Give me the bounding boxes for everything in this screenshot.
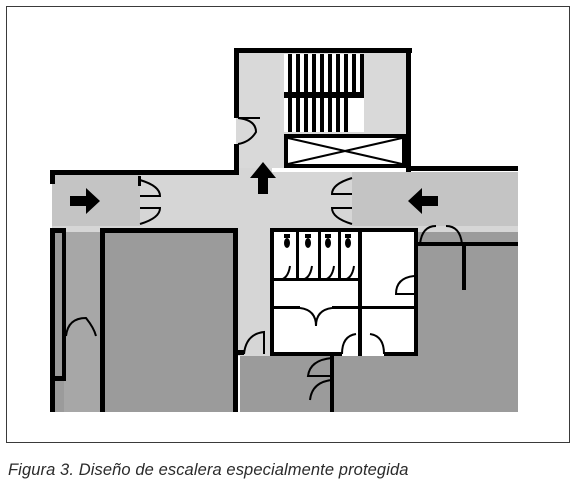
toilet-bottom-wall-right — [384, 352, 418, 356]
left-strip-fill — [64, 232, 100, 412]
door-swing-icon — [330, 177, 353, 195]
lobby-wall-small — [138, 176, 141, 186]
left-room-inner-wall — [62, 228, 66, 378]
stair-left-wall — [234, 48, 239, 118]
door-swing-icon — [243, 330, 265, 355]
door-swing-icon — [306, 357, 333, 377]
toilet-right-wall — [414, 228, 418, 356]
door-swing-icon — [237, 117, 258, 145]
left-room-wall — [50, 228, 55, 412]
toilet-icon — [345, 234, 351, 248]
evacuation-arrows — [70, 162, 438, 214]
stair-landing-x2 — [287, 137, 403, 165]
corridor-top-wall-left — [50, 170, 239, 175]
right-bottom-fill — [332, 356, 422, 412]
door-swing-icon — [299, 265, 313, 281]
corridor-bottom-stub — [236, 350, 244, 355]
toilet-divider-h2 — [332, 306, 418, 309]
stair-left-wall-low — [234, 144, 239, 174]
toilets — [284, 234, 351, 248]
door-swing-icon — [277, 265, 291, 281]
stair-treads — [284, 54, 364, 132]
door-swing-icon — [315, 307, 333, 327]
toilet-block-fill — [272, 232, 416, 356]
door-swing-icon — [139, 207, 162, 225]
door-swing-icon — [65, 316, 97, 337]
door-swing-icon — [341, 333, 357, 355]
left-room-top-wall — [50, 228, 64, 233]
stair-right-wall — [406, 48, 411, 172]
bottom-mid-right-wall — [330, 356, 334, 412]
right-room-top-wall — [416, 242, 518, 246]
door-swing-icon — [341, 265, 355, 281]
toilet-stall-wall-2 — [318, 232, 321, 280]
right-room-wall-low — [414, 232, 418, 240]
left-outer-wall — [50, 170, 55, 184]
door-swing-icon — [445, 225, 463, 245]
toilet-stall-wall-3 — [338, 232, 341, 280]
door-swing-icon — [309, 379, 333, 401]
stair-top-wall — [234, 48, 412, 53]
walls — [50, 48, 518, 412]
toilet-icon — [325, 234, 331, 248]
corridor-top-wall-right — [406, 166, 518, 171]
stair-icon — [284, 54, 406, 168]
stair-landing — [284, 134, 406, 168]
door-swing-icon — [419, 225, 437, 245]
arrow-right-icon — [70, 188, 100, 214]
toilet-divider-h — [270, 306, 300, 309]
door-swing-icon — [321, 265, 335, 281]
large-room-right-wall — [233, 228, 238, 412]
floor-plan — [50, 48, 518, 412]
right-room-left-wall — [462, 242, 466, 290]
arrow-up-icon — [250, 162, 276, 194]
left-room-stub — [50, 376, 66, 381]
large-room-fill — [104, 232, 234, 412]
floor-fills — [52, 52, 518, 412]
large-room-top-wall — [100, 228, 238, 233]
door-swing-icon — [330, 207, 353, 225]
doors — [65, 117, 463, 401]
toilet-top-wall — [270, 228, 418, 232]
left-lobby-stub — [100, 228, 138, 233]
vertical-corridor-fill — [236, 168, 272, 356]
bottom-middle-fill — [240, 356, 336, 412]
toilet-mid-wall — [358, 232, 362, 356]
door-swing-icon — [139, 179, 162, 197]
toilet-stall-front — [274, 278, 358, 281]
door-swing-icon — [369, 333, 385, 355]
door-swing-icon — [394, 275, 415, 295]
toilet-stall-wall-1 — [296, 232, 299, 280]
toilet-icon — [284, 234, 290, 248]
right-room-fill — [416, 232, 518, 412]
figure-caption: Figura 3. Diseño de escalera especialmen… — [8, 461, 409, 479]
arrow-left-icon — [408, 188, 438, 214]
toilet-left-wall — [270, 228, 274, 356]
large-room-left-wall — [100, 228, 105, 412]
left-room-stub2 — [50, 376, 55, 396]
toilet-bottom-wall — [270, 352, 342, 356]
toilet-icon — [305, 234, 311, 248]
